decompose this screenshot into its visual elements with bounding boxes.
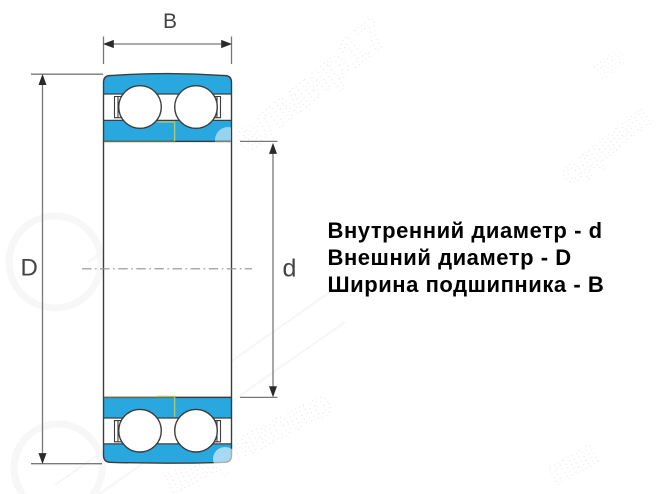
svg-text:B: B <box>163 10 177 33</box>
svg-text:Ширина подшипника - B: Ширина подшипника - B <box>328 272 605 297</box>
svg-text:d: d <box>283 255 297 283</box>
svg-text:Внешний диаметр - D: Внешний диаметр - D <box>328 245 572 270</box>
svg-text:D: D <box>21 255 38 282</box>
svg-text:Внутренний диаметр - d: Внутренний диаметр - d <box>328 218 603 243</box>
